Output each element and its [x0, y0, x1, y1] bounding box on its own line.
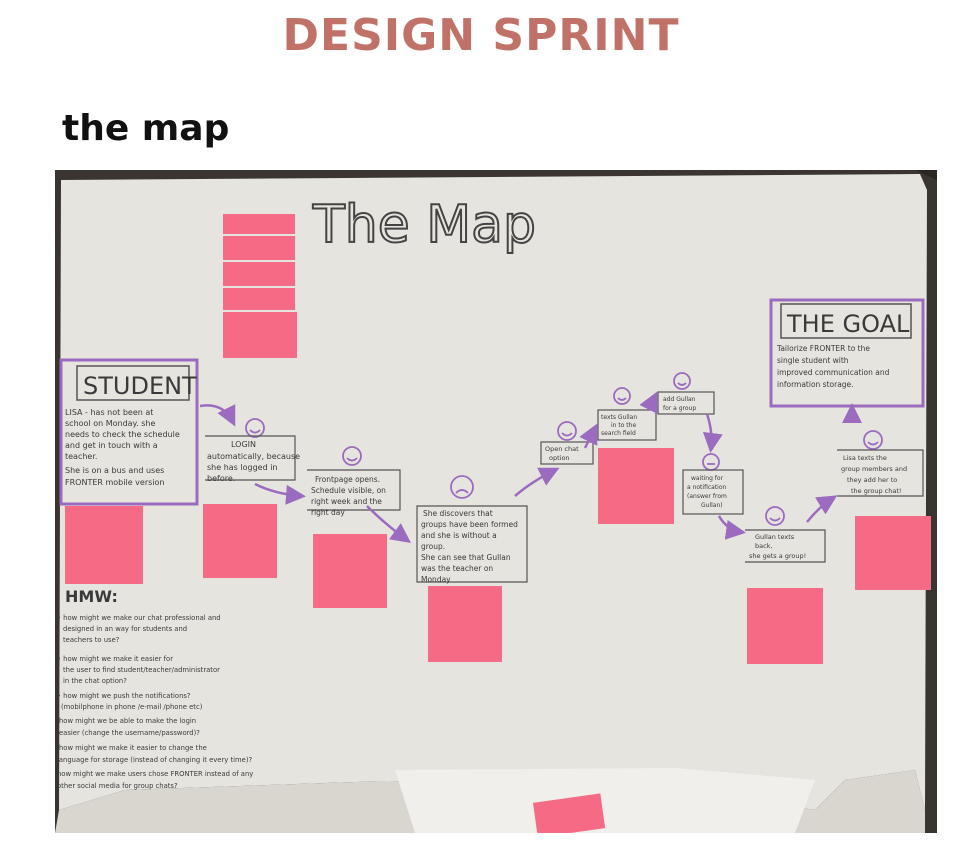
student-line: LISA - has not been at [65, 408, 153, 417]
page-title: DESIGN SPRINT [282, 10, 680, 61]
svg-text:LISA - has not been at s: LISA - has not been at school on Monday.… [65, 408, 182, 487]
svg-text:add Gullan for a group: add Gullan for a group [663, 396, 697, 412]
student-line: She is on a bus and uses [65, 466, 164, 475]
svg-text:Tailorize FRONTER to the: Tailorize FRONTER to the single student … [776, 344, 892, 389]
paper-sheet [59, 174, 927, 810]
svg-text:She discovers that group: She discovers that groups have been form… [421, 509, 520, 584]
student-label: STUDENT [83, 372, 197, 400]
step-texts-gullan: texts Gullan in to the search field [597, 409, 657, 441]
student-line: teacher. [65, 452, 97, 461]
map-title-text: The Map [312, 195, 536, 255]
map-photo: The Map STUDENT LISA - has not been at s… [55, 170, 937, 833]
student-line: needs to check the schedule [65, 430, 180, 439]
step-waiting: waiting for a notification (answer from … [682, 469, 744, 515]
goal-line: Tailorize FRONTER to the [776, 344, 870, 353]
svg-text:Frontpage opens. Schedul: Frontpage opens. Schedule visible, on ri… [311, 475, 388, 517]
step-lisa-texts: Lisa texts the group members and they ad… [837, 449, 924, 497]
sticky-notes [65, 214, 931, 664]
goal-box: THE GOAL Tailorize FRONTER to the single… [769, 298, 925, 408]
step-frontpage: Frontpage opens. Schedule visible, on ri… [307, 469, 401, 517]
svg-text:Lisa texts the group mem: Lisa texts the group members and they ad… [841, 454, 909, 495]
goal-line: single student with [777, 356, 849, 365]
student-line: and get in touch with a [65, 441, 158, 450]
goal-line: improved communication and [777, 368, 890, 377]
student-line: school on Monday. she [65, 419, 155, 428]
svg-text:Gullan texts back,: Gullan texts back, she gets a group! [749, 533, 806, 560]
goal-label: THE GOAL [786, 310, 910, 338]
goal-line: information storage. [777, 380, 854, 389]
step-gullan-texts: Gullan texts back, she gets a group! [745, 529, 826, 563]
svg-text:waiting for a notificati: waiting for a notification (answer from … [687, 475, 729, 509]
map-title: The Map [311, 194, 537, 256]
section-subtitle: the map [62, 108, 230, 149]
svg-text:• how might we make our chat p: • how might we make our chat professiona… [57, 614, 255, 790]
flow-arrows [199, 391, 862, 543]
svg-text:Open chat option: Open chat option [545, 445, 581, 462]
step-discovers: She discovers that groups have been form… [416, 505, 528, 584]
hmw-label: HMW: [65, 587, 118, 606]
step-open-chat: Open chat option [540, 441, 594, 465]
svg-text:texts Gullan in to the: texts Gullan in to the search field [601, 414, 639, 437]
svg-text:LOGIN automatically, bec: LOGIN automatically, because she has log… [207, 440, 303, 483]
step-login: LOGIN automatically, because she has log… [205, 435, 303, 483]
hmw-section: HMW: • how might we make our chat profes… [57, 587, 255, 790]
step-add-gullan: add Gullan for a group [657, 391, 715, 415]
student-line: FRONTER mobile version [65, 478, 164, 487]
student-box: STUDENT LISA - has not been at school on… [59, 358, 199, 506]
